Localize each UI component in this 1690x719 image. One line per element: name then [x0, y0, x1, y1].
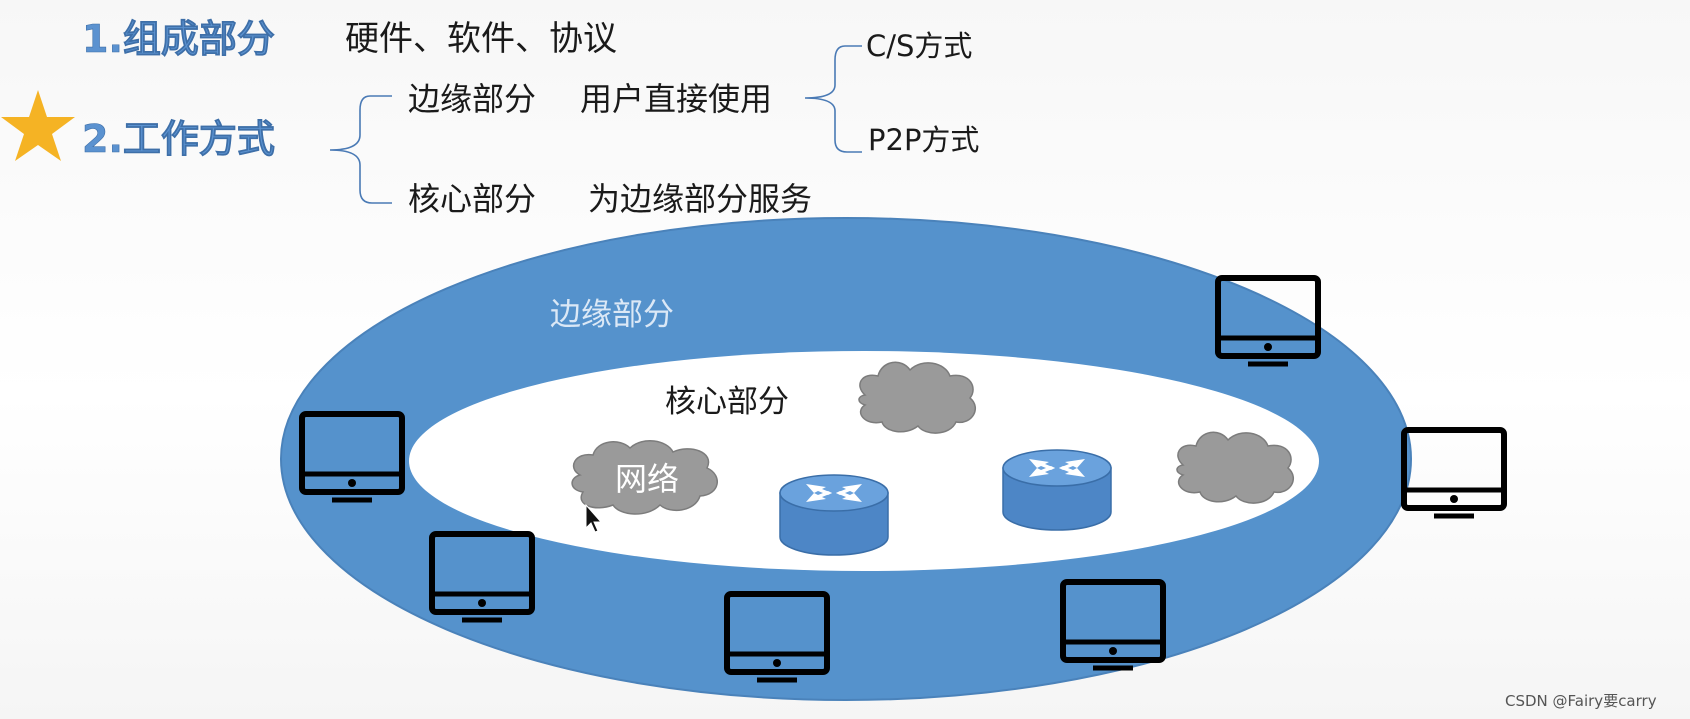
watermark: CSDN @Fairy要carry: [1505, 692, 1657, 710]
network-cloud-label: 网络: [615, 460, 679, 498]
router-left: [779, 474, 889, 556]
computer-monitor-icon: [299, 411, 405, 503]
router-arrows-icon: [806, 484, 862, 502]
core-part-description: 为边缘部分服务: [588, 180, 812, 218]
p2p-mode-label: P2P方式: [868, 123, 979, 157]
cloud-right: [1176, 431, 1294, 504]
computer-monitor-icon: [1401, 427, 1507, 519]
computer-monitor-icon: [1060, 579, 1166, 671]
computer-monitor-icon: [724, 591, 830, 683]
cloud-network: 网络: [571, 440, 718, 515]
mouse-cursor-icon: [585, 503, 603, 533]
work-mode-bracket: [329, 95, 392, 204]
cloud-top: [858, 361, 976, 434]
edge-part-label: 边缘部分: [408, 80, 536, 118]
edge-part-description: 用户直接使用: [580, 80, 772, 118]
core-region-label: 核心部分: [665, 384, 789, 420]
router-arrows-icon: [1029, 459, 1085, 477]
core-part-label: 核心部分: [408, 180, 536, 218]
mode-bracket: [804, 45, 862, 153]
router-right: [1002, 449, 1112, 531]
section-2-title: 2.工作方式: [82, 117, 275, 161]
section-1-title: 1.组成部分: [82, 17, 275, 61]
cs-mode-label: C/S方式: [866, 29, 972, 63]
edge-region-label: 边缘部分: [550, 297, 674, 333]
computer-monitor-icon: [429, 531, 535, 623]
section-1-description: 硬件、软件、协议: [345, 19, 617, 59]
computer-monitor-icon: [1215, 275, 1321, 367]
star-icon: [1, 90, 75, 161]
